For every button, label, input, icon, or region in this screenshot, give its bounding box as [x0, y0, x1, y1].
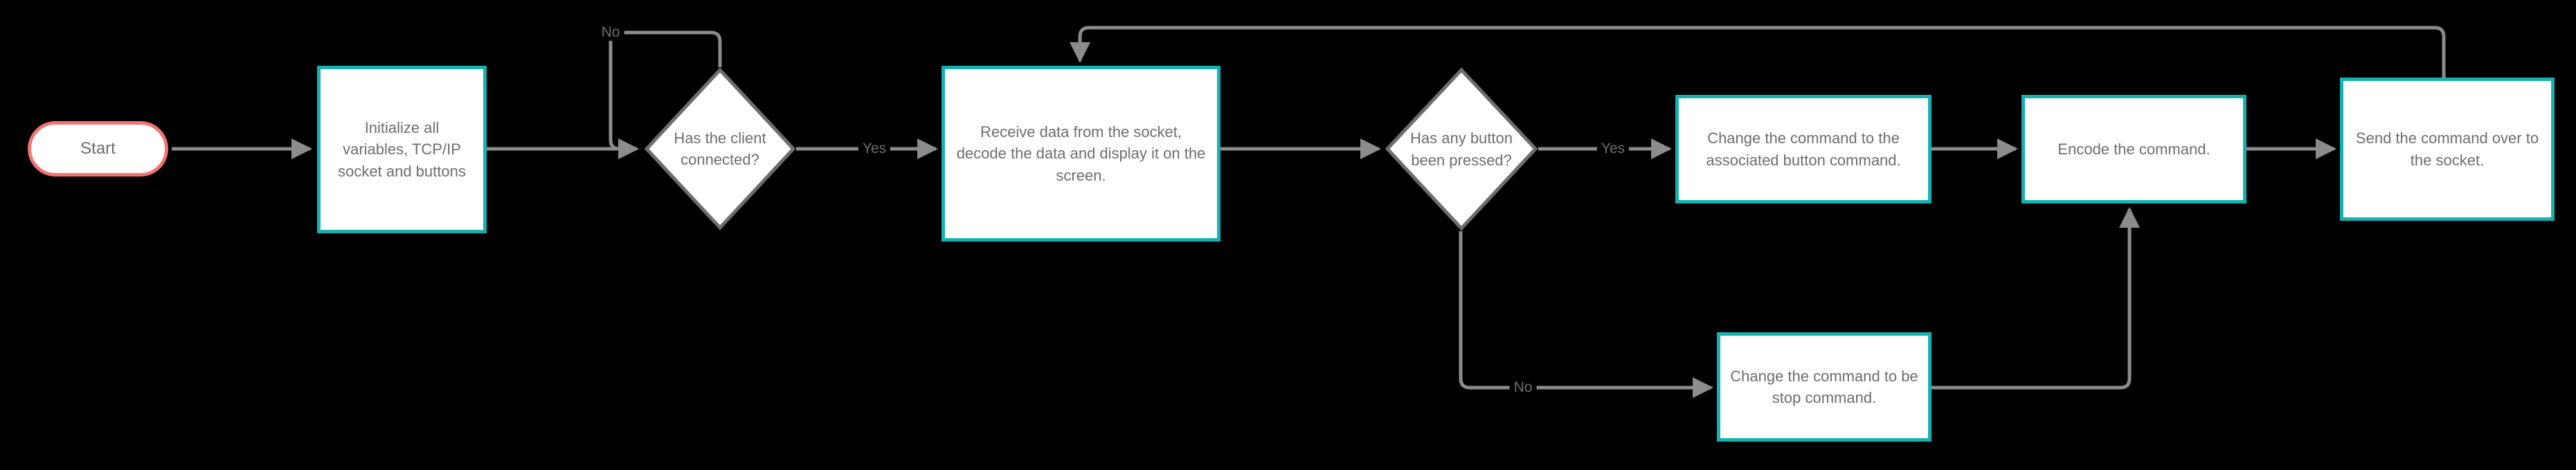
- node-change-to-stop-command[interactable]: Change the command to be stop command.: [1717, 332, 1931, 442]
- diamond-shape-client: [644, 67, 796, 231]
- node-start[interactable]: Start: [28, 121, 168, 177]
- edge-send-feedback-to-receive: [1070, 26, 2446, 78]
- edge-label-button-yes: Yes: [1596, 141, 1630, 157]
- diamond-shape-button: [1385, 67, 1538, 231]
- edge-button-no-to-stop-command: [1459, 231, 1713, 398]
- edge-stop-command-to-encode: [1931, 207, 2140, 390]
- node-receive-data[interactable]: Receive data from the socket, decode the…: [942, 66, 1221, 242]
- node-client-connected-decision[interactable]: Has the client connected?: [644, 67, 796, 231]
- node-send-command-label: Send the command over to the socket.: [2355, 129, 2539, 169]
- node-receive-data-label: Receive data from the socket, decode the…: [956, 123, 1206, 184]
- node-send-command[interactable]: Send the command over to the socket.: [2340, 78, 2555, 221]
- node-encode-command-label: Encode the command.: [2057, 140, 2210, 158]
- node-change-to-button-command[interactable]: Change the command to the associated but…: [1675, 95, 1931, 204]
- node-initialize[interactable]: Initialize all variables, TCP/IP socket …: [317, 66, 487, 233]
- edge-label-button-no: No: [1509, 379, 1537, 396]
- node-start-label: Start: [80, 139, 116, 158]
- edge-label-client-no: No: [597, 24, 624, 41]
- node-client-connected-label: Has the client connected?: [674, 129, 766, 168]
- node-button-pressed-label: Has any button been pressed?: [1410, 129, 1513, 169]
- node-change-to-stop-command-label: Change the command to be stop command.: [1730, 367, 1918, 406]
- node-change-to-button-command-label: Change the command to the associated but…: [1706, 129, 1901, 169]
- edge-label-client-yes: Yes: [858, 141, 891, 157]
- node-initialize-label: Initialize all variables, TCP/IP socket …: [338, 119, 466, 180]
- node-encode-command[interactable]: Encode the command.: [2021, 95, 2246, 204]
- node-button-pressed-decision[interactable]: Has any button been pressed?: [1385, 67, 1538, 231]
